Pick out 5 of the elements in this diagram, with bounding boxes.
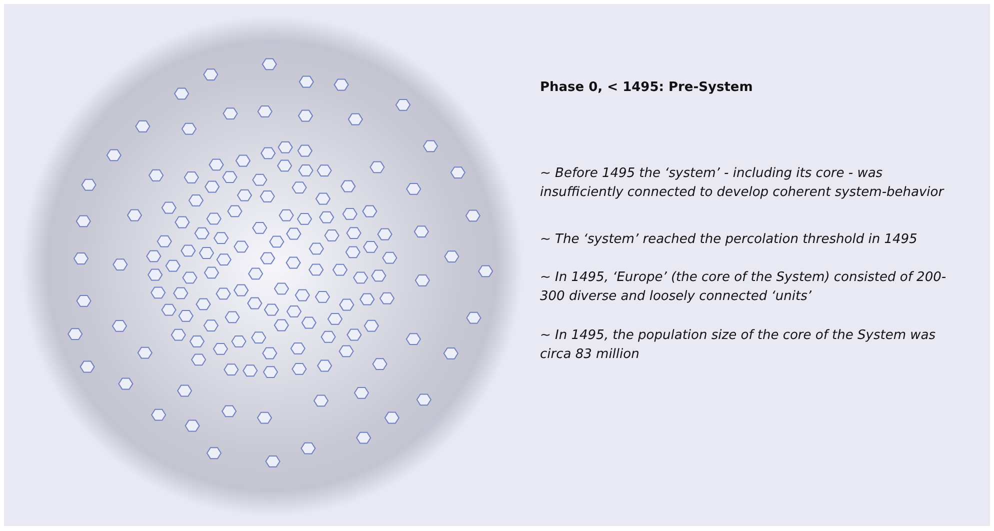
heading: Phase 0, < 1495: Pre-System (540, 80, 753, 95)
bullet-note: ~ In 1495, the population size of the core of the System was circa 83 million (540, 327, 937, 364)
bullet-note: ~ In 1495, ‘Europe’ (the core of the System) consisted of 200-300 diverse and loosely connected ‘units’ (540, 269, 948, 306)
bullet-note: ~ The ‘system’ reached the percolation threshold in 1495 (540, 231, 918, 249)
bullet-note: ~ Before 1495 the ‘system’ - including its core - was insufficiently connected to develop coherent system-behavior (540, 165, 946, 202)
